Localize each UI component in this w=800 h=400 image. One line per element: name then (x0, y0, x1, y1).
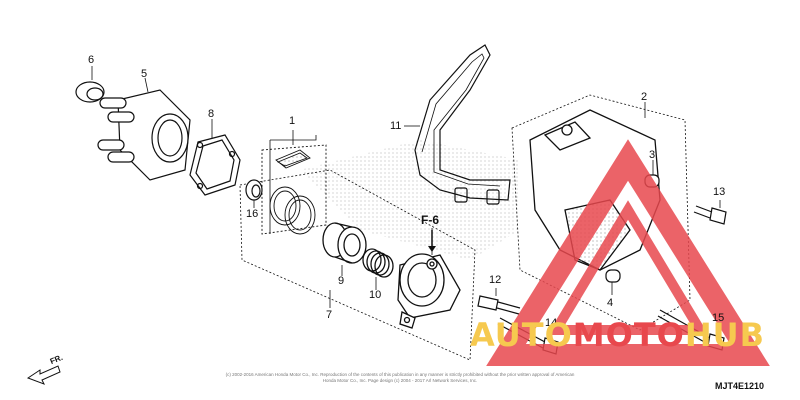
callout-12: 12 (489, 274, 502, 286)
watermark-auto: AUTO (470, 316, 573, 354)
callout-10: 10 (369, 289, 382, 301)
callout-16: 16 (246, 208, 259, 220)
callout-14: 14 (545, 317, 558, 329)
callout-4: 4 (607, 297, 614, 309)
part-1-seal-kit-box (261, 144, 327, 235)
callout-7: 7 (326, 309, 333, 321)
part-5-housing (97, 89, 191, 181)
watermark-moto: MOTO (572, 316, 685, 354)
callout-2: 2 (641, 91, 648, 103)
front-direction-arrow (26, 365, 61, 385)
watermark-hub: HUB (684, 316, 766, 354)
diagram-code: MJT4E1210 (715, 381, 765, 391)
callout-3: 3 (649, 149, 656, 161)
callout-5: 5 (141, 68, 148, 80)
copyright-note: (c) 2002-2016 American Honda Motor Co., … (225, 372, 575, 383)
part-16-seal (245, 179, 263, 201)
part-7-assembly-box (239, 169, 476, 361)
part-7-slave-cylinder (397, 253, 461, 329)
watermark-logo (486, 139, 770, 366)
part-4-dowel (605, 269, 621, 283)
part-12-bolt (477, 295, 521, 315)
reference-f6: F-6 (421, 213, 439, 227)
part-9-piston (322, 222, 367, 264)
part-10-spring (362, 248, 394, 278)
callout-11: 11 (390, 120, 402, 132)
part-8-gasket (189, 134, 241, 196)
part-2-assembly-box (511, 94, 691, 331)
callout-6: 6 (88, 54, 95, 66)
part-11-cover-gasket (414, 44, 511, 205)
callout-15: 15 (712, 312, 725, 324)
callout-8: 8 (208, 108, 215, 120)
part-13-bolt (693, 205, 727, 225)
callout-1: 1 (289, 115, 296, 127)
callout-9: 9 (338, 275, 345, 287)
engine-background-dots (300, 140, 520, 260)
watermark-text: AUTOMOTOHUB (470, 316, 765, 354)
part-1-bracket (269, 135, 317, 234)
callout-13: 13 (713, 186, 726, 198)
part-6-cap (75, 81, 105, 103)
